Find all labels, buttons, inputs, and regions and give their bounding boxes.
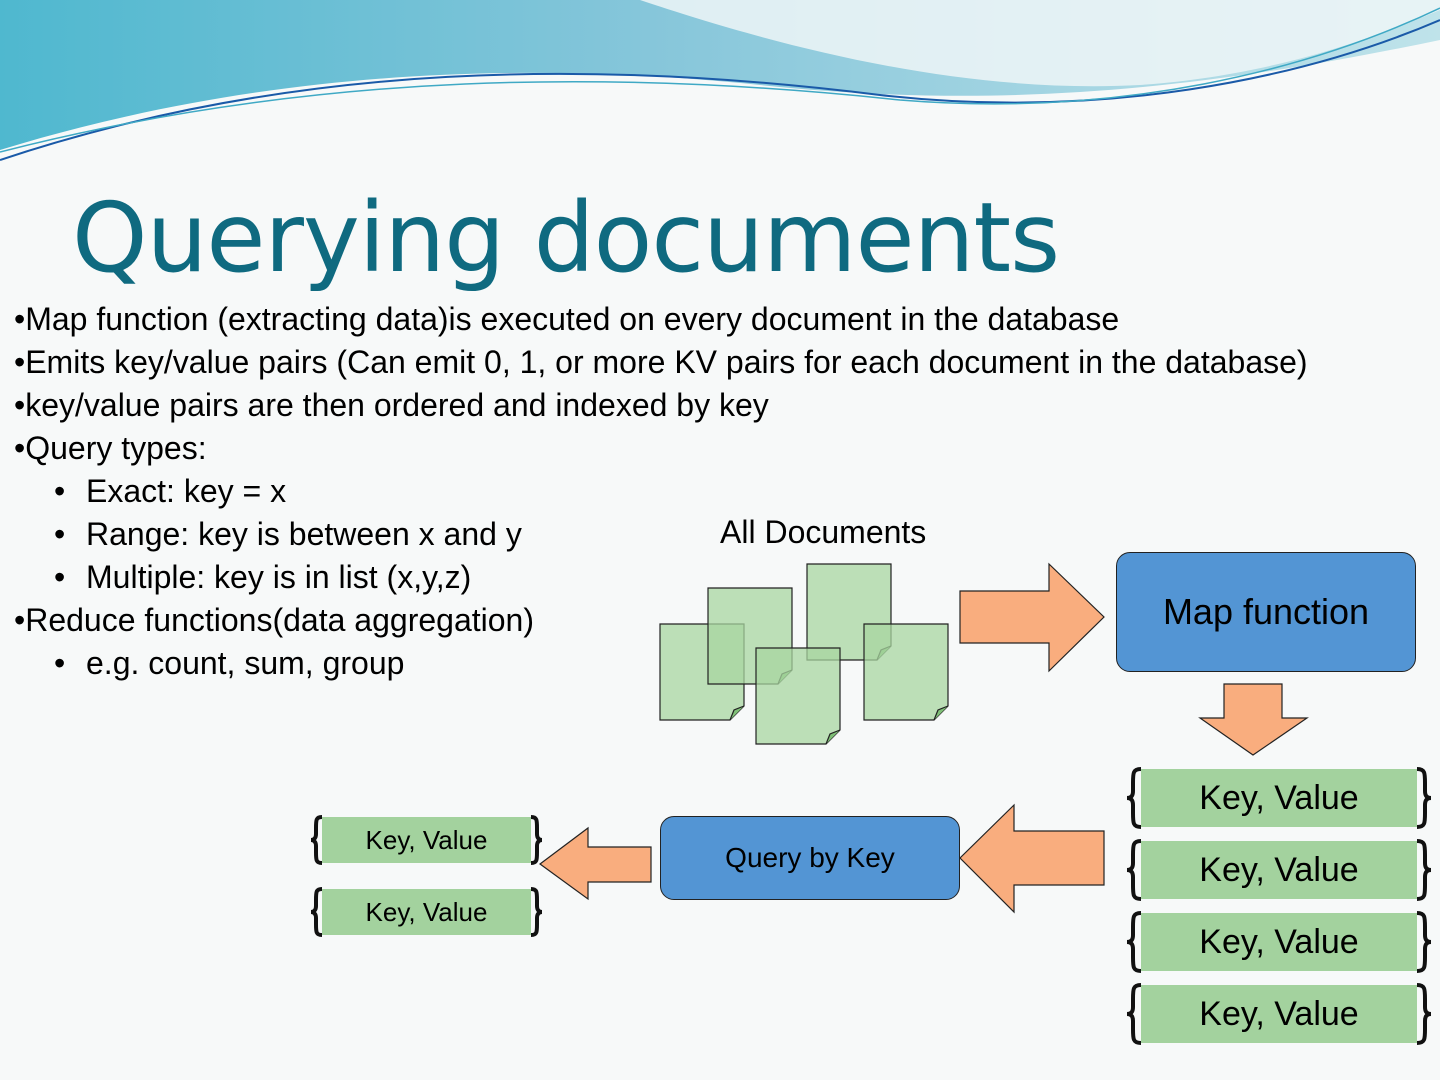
sub-bullet-item: Range: key is between x and y [14, 513, 1424, 556]
kv-result-item: Key, Value [1141, 769, 1417, 827]
all-documents-label: All Documents [720, 514, 926, 551]
query-by-key-box: Query by Key [660, 816, 960, 900]
bullet-item: •Map function (extracting data)is execut… [14, 298, 1424, 341]
kv-query-result-item: Key, Value [322, 889, 531, 935]
bullet-item: •Query types: [14, 427, 1424, 470]
arrow-left-icon [540, 828, 651, 899]
page-title: Querying documents [72, 178, 1059, 298]
bullet-item: •key/value pairs are then ordered and in… [14, 384, 1424, 427]
sub-bullet-item: Exact: key = x [14, 470, 1424, 513]
map-function-label: Map function [1163, 591, 1369, 633]
kv-query-result-item: Key, Value [322, 817, 531, 863]
bullet-item: •Emits key/value pairs (Can emit 0, 1, o… [14, 341, 1424, 384]
kv-result-item: Key, Value [1141, 913, 1417, 971]
header-wave-decoration [0, 0, 1440, 170]
arrow-down-icon [1200, 684, 1307, 755]
query-by-key-label: Query by Key [725, 842, 895, 874]
kv-result-item: Key, Value [1141, 841, 1417, 899]
map-function-box: Map function [1116, 552, 1416, 672]
kv-result-item: Key, Value [1141, 985, 1417, 1043]
arrow-left-icon [960, 805, 1104, 912]
